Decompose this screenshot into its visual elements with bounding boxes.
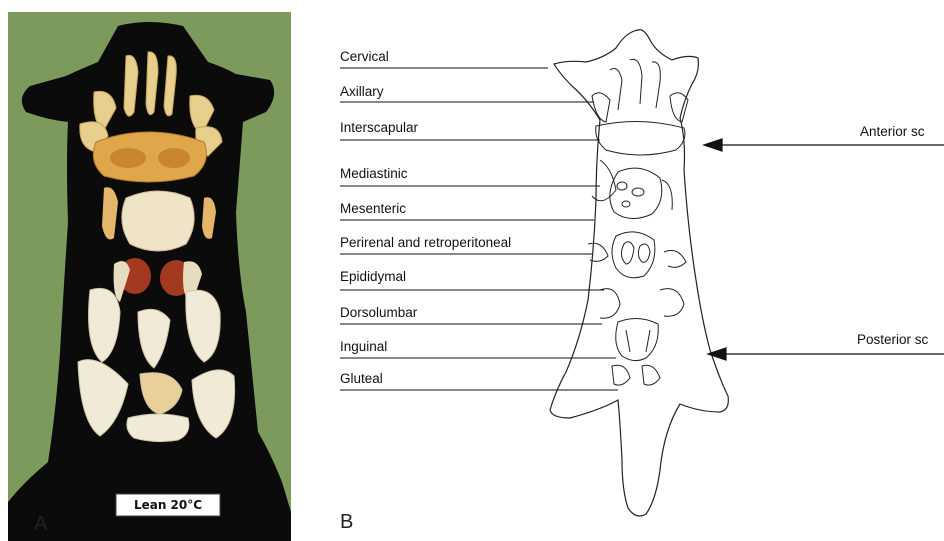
photo-caption: Lean 20°C	[134, 498, 202, 512]
arrow-head-anterior	[704, 139, 722, 151]
interscapular-depot	[93, 132, 206, 182]
label-gluteal: Gluteal	[340, 371, 383, 386]
photo-panel: Lean 20°C A	[8, 12, 291, 541]
label-anterior-sc: Anterior sc	[860, 124, 925, 139]
label-mesenteric: Mesenteric	[340, 201, 406, 216]
label-cervical: Cervical	[340, 49, 389, 64]
panel-letter-b: B	[340, 511, 353, 533]
label-epididymal: Epididymal	[340, 269, 406, 284]
right-arrows	[704, 139, 944, 360]
body-outline	[550, 30, 728, 516]
internal-outlines	[588, 59, 688, 385]
diagram-panel: Cervical Axillary Interscapular Mediasti…	[300, 0, 944, 541]
label-posterior-sc: Posterior sc	[857, 332, 929, 347]
arrow-head-posterior	[708, 348, 726, 360]
label-inguinal: Inguinal	[340, 339, 387, 354]
left-labels: Cervical Axillary Interscapular Mediasti…	[340, 49, 511, 386]
label-perirenal: Perirenal and retroperitoneal	[340, 235, 511, 250]
panel-letter-a: A	[34, 513, 48, 535]
label-dorsolumbar: Dorsolumbar	[340, 305, 418, 320]
label-interscapular: Interscapular	[340, 120, 419, 135]
label-mediastinic: Mediastinic	[340, 166, 408, 181]
label-axillary: Axillary	[340, 84, 384, 99]
